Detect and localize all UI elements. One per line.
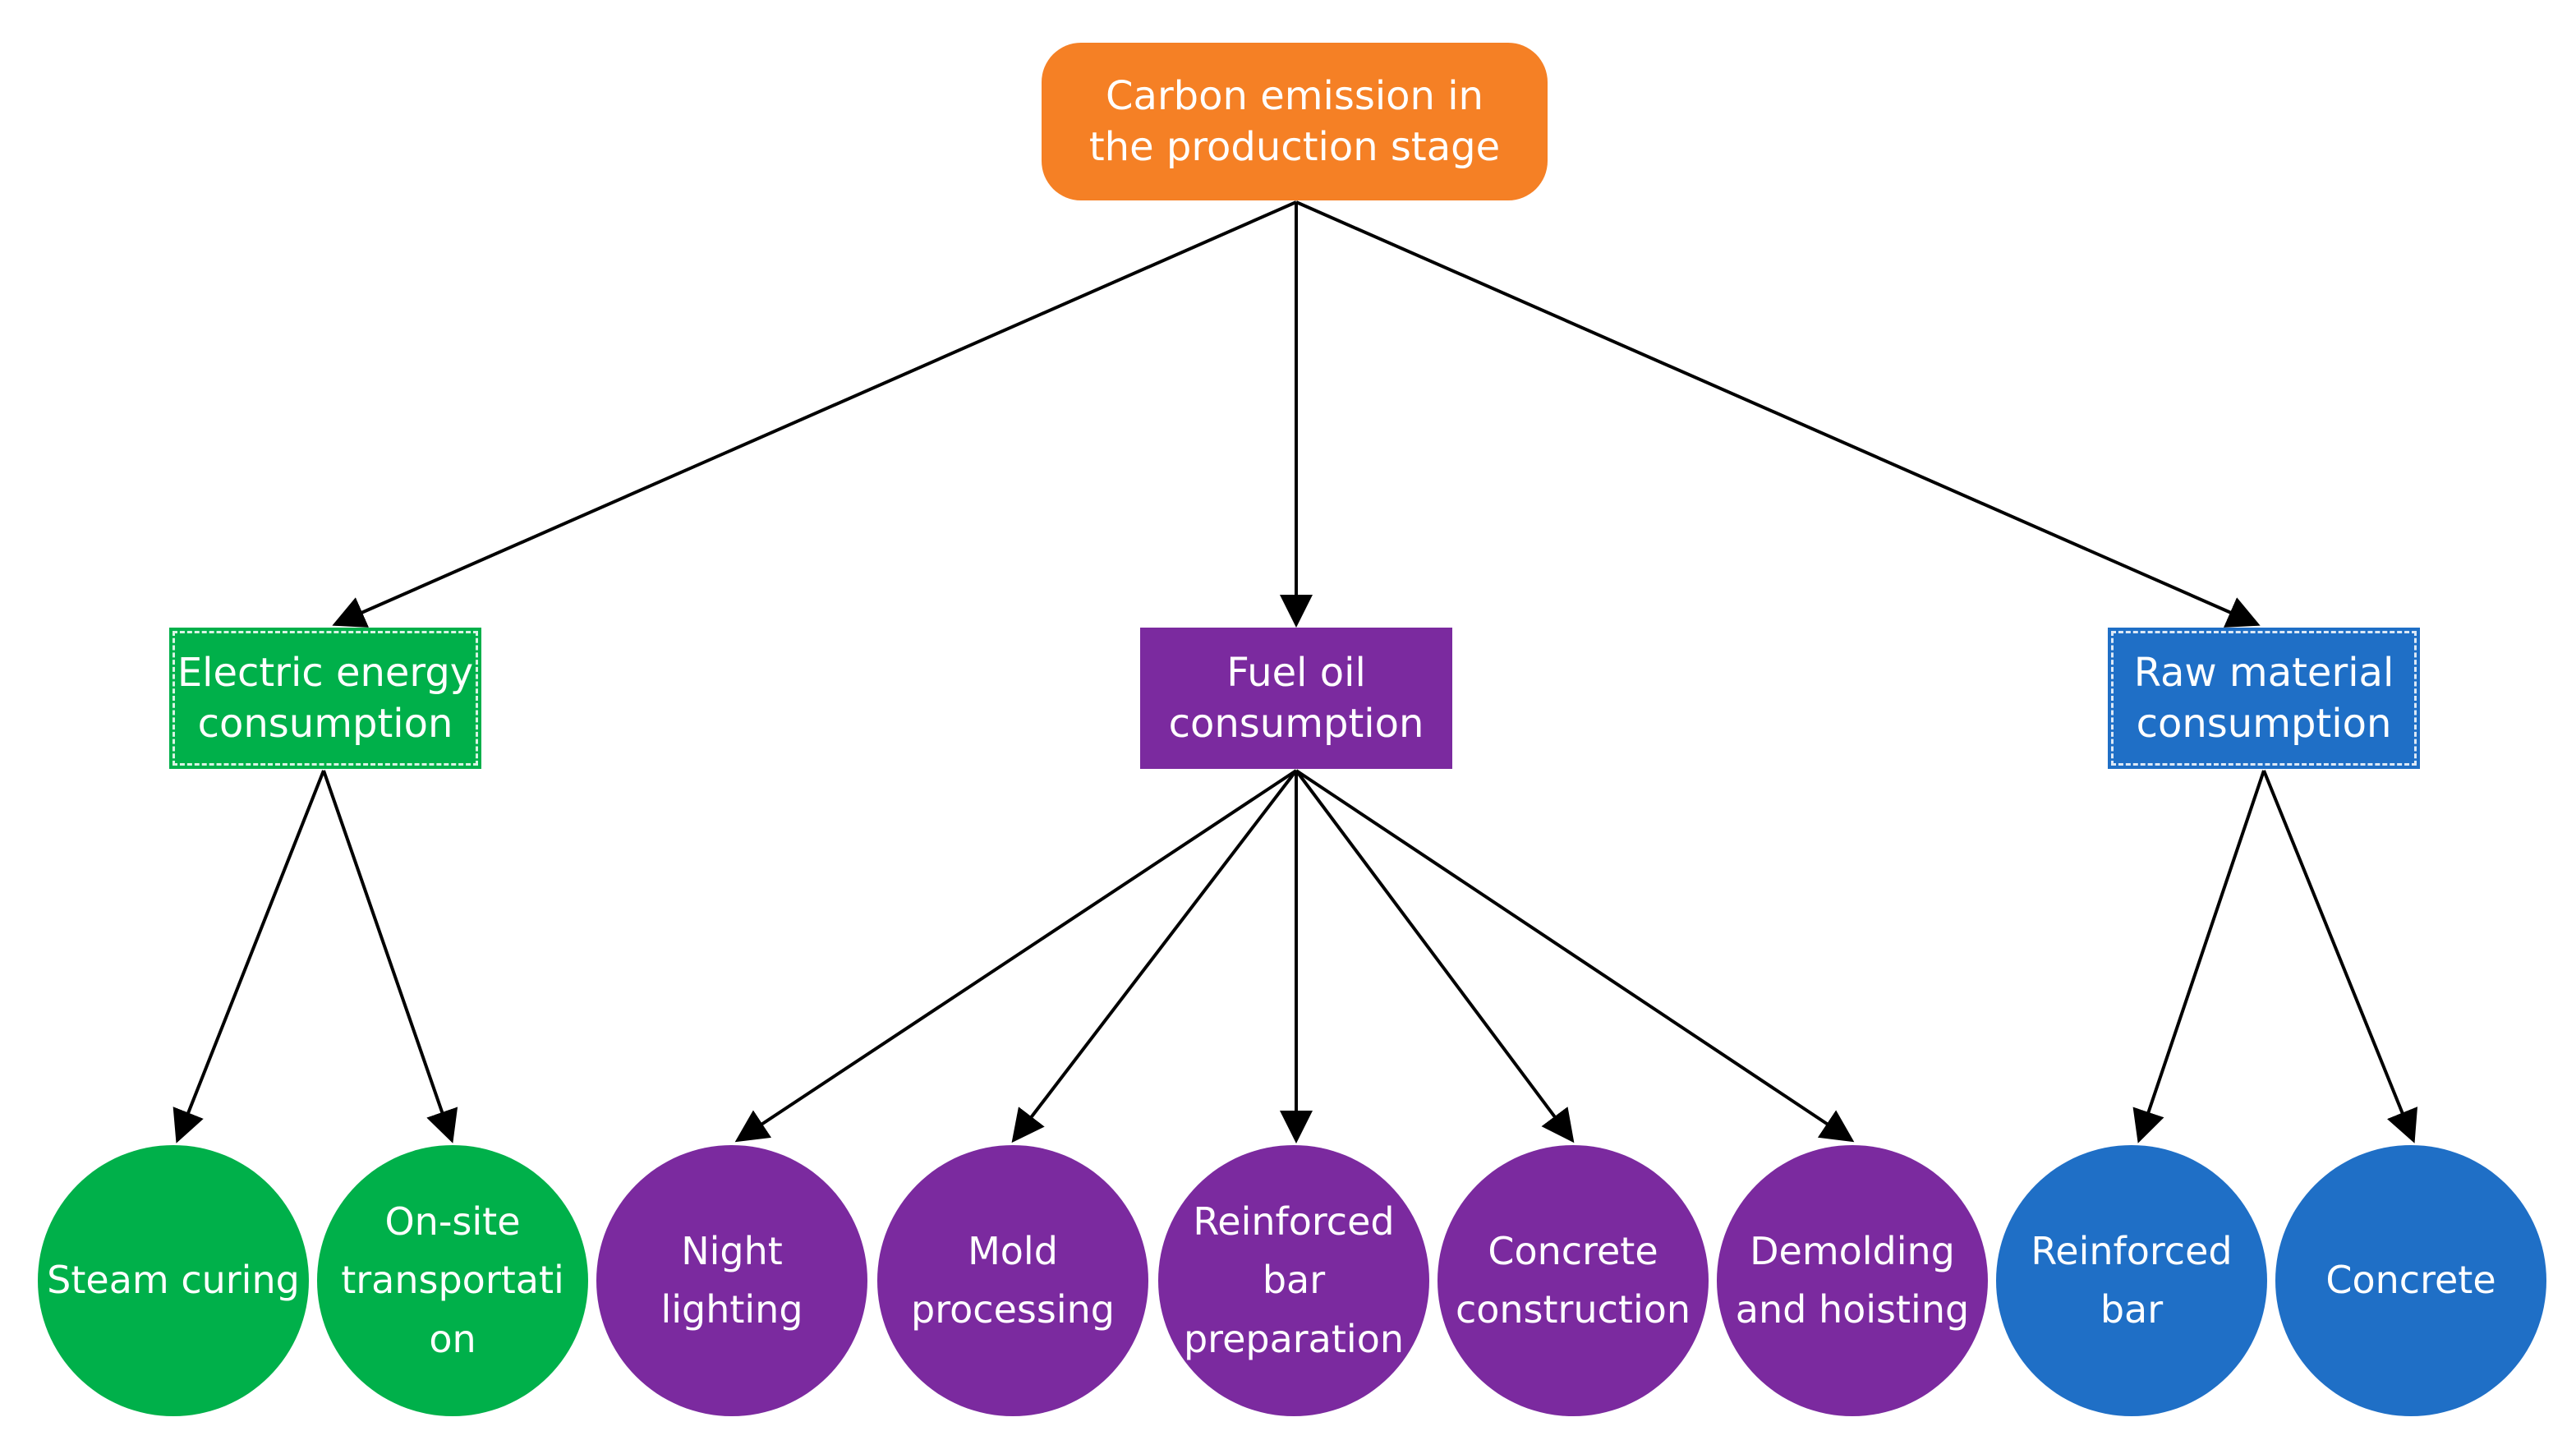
- root-node-line-2: the production stage: [1088, 124, 1501, 170]
- leaf-reinforced-bar-line-2: bar: [2100, 1287, 2164, 1332]
- root-node-carbon-emission: Carbon emission in the production stage: [1042, 43, 1548, 200]
- leaf-node-concrete: Concrete: [2275, 1145, 2546, 1416]
- arrow-fuel-to-demolding-hoisting: [1295, 769, 1855, 1143]
- leaf-mold-processing-line-2: processing: [911, 1287, 1115, 1332]
- category-node-fuel-oil: Fuel oil consumption: [1140, 628, 1452, 769]
- leaf-node-steam-curing: Steam curing: [38, 1145, 309, 1416]
- leaf-onsite-transport-label: On-site transportati on: [341, 1193, 564, 1369]
- root-node-label: Carbon emission in the production stage: [1089, 71, 1500, 173]
- leaf-concrete-construction-label: Concrete construction: [1456, 1222, 1690, 1340]
- leaf-steam-curing-label: Steam curing: [47, 1251, 300, 1309]
- arrow-raw-to-concrete: [2262, 770, 2418, 1143]
- leaf-concrete-construction-line-2: construction: [1455, 1287, 1691, 1332]
- leaf-onsite-transport-line-3: on: [429, 1316, 476, 1361]
- arrow-root-to-raw: [1295, 200, 2261, 628]
- category-raw-line-2: consumption: [2136, 701, 2392, 747]
- arrow-fuel-to-night-lighting: [734, 769, 1298, 1143]
- leaf-onsite-transport-line-2: transportati: [341, 1258, 564, 1303]
- leaf-reinforced-bar-prep-line-1: Reinforced: [1193, 1199, 1395, 1245]
- category-electric-label: Electric energy consumption: [177, 647, 473, 750]
- leaf-onsite-transport-line-1: On-site: [384, 1199, 521, 1245]
- leaf-node-mold-processing: Mold processing: [877, 1145, 1148, 1416]
- leaf-demolding-hoisting-line-2: and hoisting: [1735, 1287, 1970, 1332]
- category-electric-line-1: Electric energy: [177, 649, 474, 696]
- leaf-mold-processing-label: Mold processing: [911, 1222, 1115, 1340]
- leaf-reinforced-bar-line-1: Reinforced: [2031, 1228, 2233, 1273]
- category-fuel-line-2: consumption: [1168, 701, 1424, 747]
- leaf-concrete-line-1: Concrete: [2325, 1258, 2496, 1303]
- category-raw-line-1: Raw material: [2133, 649, 2394, 696]
- category-node-electric-energy: Electric energy consumption: [169, 628, 481, 769]
- category-fuel-label: Fuel oil consumption: [1169, 647, 1424, 750]
- leaf-night-lighting-line-2: lighting: [660, 1287, 803, 1332]
- arrow-raw-to-reinforced-bar: [2132, 770, 2266, 1143]
- leaf-concrete-construction-line-1: Concrete: [1488, 1228, 1658, 1273]
- leaf-node-demolding-hoisting: Demolding and hoisting: [1717, 1145, 1988, 1416]
- leaf-node-reinforced-bar: Reinforced bar: [1996, 1145, 2267, 1416]
- arrow-fuel-to-concrete-construction: [1295, 769, 1575, 1143]
- leaf-reinforced-bar-label: Reinforced bar: [2031, 1222, 2232, 1340]
- arrow-root-to-electric: [332, 200, 1297, 628]
- category-electric-line-2: consumption: [197, 701, 453, 747]
- leaf-node-onsite-transportation: On-site transportati on: [317, 1145, 588, 1416]
- leaf-night-lighting-label: Night lighting: [660, 1222, 803, 1340]
- category-node-raw-material: Raw material consumption: [2108, 628, 2420, 769]
- category-fuel-line-1: Fuel oil: [1226, 649, 1366, 696]
- leaf-node-concrete-construction: Concrete construction: [1438, 1145, 1709, 1416]
- root-node-line-1: Carbon emission in: [1106, 72, 1484, 119]
- leaf-steam-curing-line-1: Steam curing: [47, 1258, 300, 1303]
- arrow-fuel-to-mold-processing: [1011, 769, 1298, 1143]
- leaf-node-reinforced-bar-preparation: Reinforced bar preparation: [1158, 1145, 1429, 1416]
- arrow-electric-to-steam-curing: [172, 770, 325, 1143]
- arrow-electric-to-onsite-transport: [322, 770, 458, 1143]
- leaf-reinforced-bar-prep-label: Reinforced bar preparation: [1184, 1193, 1404, 1369]
- leaf-reinforced-bar-prep-line-2: bar: [1262, 1258, 1326, 1303]
- leaf-demolding-hoisting-line-1: Demolding: [1750, 1228, 1955, 1273]
- leaf-night-lighting-line-1: Night: [681, 1228, 783, 1273]
- leaf-mold-processing-line-1: Mold: [968, 1228, 1058, 1273]
- leaf-concrete-label: Concrete: [2325, 1251, 2496, 1309]
- leaf-reinforced-bar-prep-line-3: preparation: [1183, 1316, 1404, 1361]
- leaf-node-night-lighting: Night lighting: [596, 1145, 867, 1416]
- category-raw-label: Raw material consumption: [2134, 647, 2394, 750]
- leaf-demolding-hoisting-label: Demolding and hoisting: [1736, 1222, 1969, 1340]
